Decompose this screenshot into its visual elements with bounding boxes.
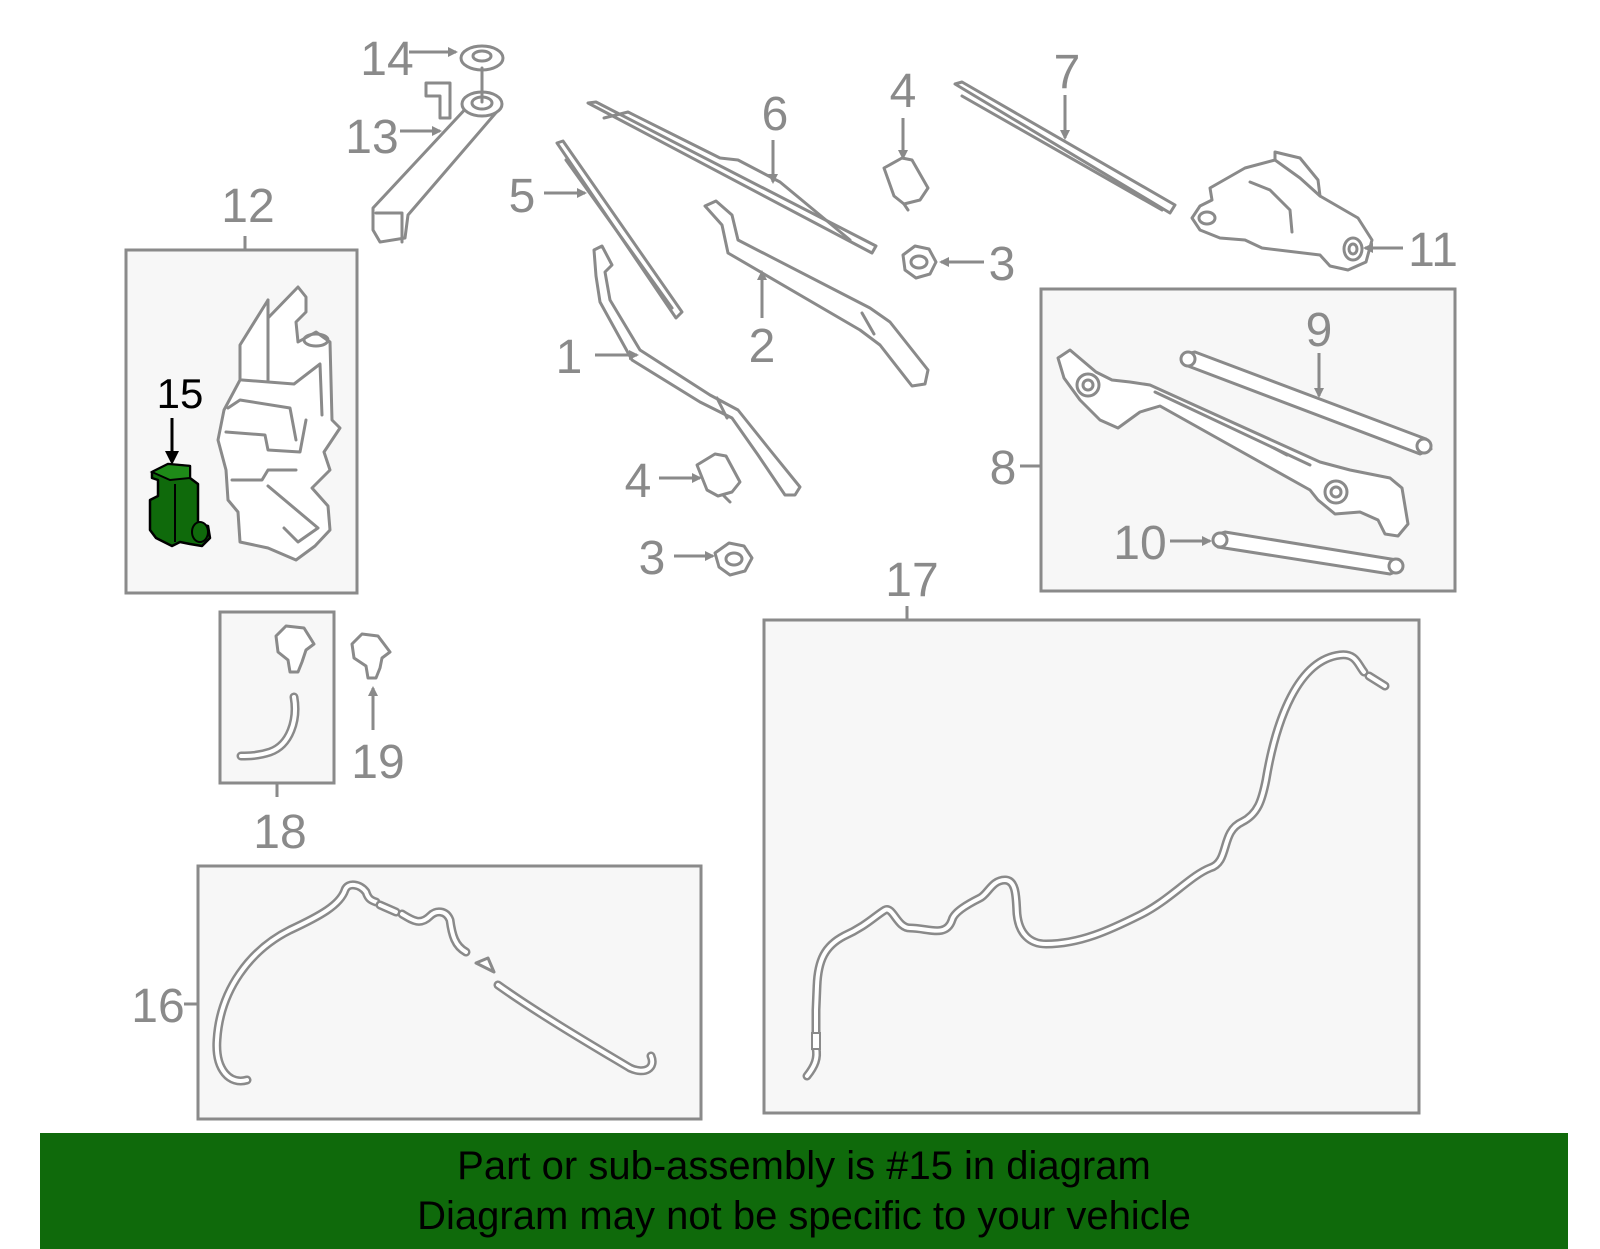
part-16-washer-hose[interactable] <box>212 880 657 1086</box>
part-3-nut-upper[interactable] <box>901 244 938 280</box>
callout-9: 9 <box>1306 304 1333 357</box>
part-17-washer-hose[interactable] <box>802 650 1390 1081</box>
callout-13: 13 <box>345 111 398 164</box>
callout-12: 12 <box>221 180 274 233</box>
part-10-connecting-rod[interactable] <box>1211 530 1405 576</box>
part-15-washer-pump[interactable] <box>148 462 212 548</box>
banner-line-part-number: Part or sub-assembly is #15 in diagram <box>457 1144 1151 1188</box>
callout-3-upper: 3 <box>989 238 1016 291</box>
callout-4-upper: 4 <box>890 65 917 118</box>
part-11-wiper-motor[interactable] <box>1190 150 1374 272</box>
banner-line-disclaimer: Diagram may not be specific to your vehi… <box>417 1194 1191 1238</box>
part-7-wiper-blade[interactable] <box>953 80 1177 215</box>
callout-10: 10 <box>1113 517 1166 570</box>
part-8-wiper-linkage[interactable] <box>1056 348 1410 538</box>
part-6-wiper-blade[interactable] <box>586 100 878 255</box>
part-18-nozzle-and-hose[interactable] <box>236 624 316 761</box>
part-2-wiper-arm[interactable] <box>703 199 930 388</box>
callout-1: 1 <box>556 331 583 384</box>
callout-8: 8 <box>990 442 1017 495</box>
callout-17: 17 <box>885 554 938 607</box>
part-3-nut-lower[interactable] <box>713 541 754 577</box>
callout-18: 18 <box>253 806 306 859</box>
hose-assembly-box-17 <box>762 618 1421 1115</box>
part-4-nut-cap-lower[interactable] <box>695 452 742 504</box>
callout-16: 16 <box>131 980 184 1033</box>
callout-5: 5 <box>509 170 536 223</box>
hose-assembly-box-16 <box>196 864 703 1121</box>
part-4-nut-cap-upper[interactable] <box>882 156 930 212</box>
callout-14: 14 <box>360 33 413 86</box>
info-banner: Part or sub-assembly is #15 in diagram D… <box>40 1133 1568 1249</box>
callout-15: 15 <box>157 370 204 417</box>
part-5-wiper-blade[interactable] <box>555 139 684 320</box>
callout-19: 19 <box>351 736 404 789</box>
part-9-drive-rod[interactable] <box>1179 350 1433 456</box>
callout-3-lower: 3 <box>639 532 666 585</box>
callout-7: 7 <box>1054 46 1081 99</box>
part-1-wiper-arm[interactable] <box>592 244 802 497</box>
part-19-washer-nozzle[interactable] <box>350 632 392 680</box>
part-14-cap[interactable] <box>459 44 505 104</box>
callout-4-lower: 4 <box>625 455 652 508</box>
callout-6: 6 <box>762 88 789 141</box>
callout-2: 2 <box>749 320 776 373</box>
callout-11: 11 <box>1408 224 1458 277</box>
part-12-washer-reservoir[interactable] <box>216 285 342 562</box>
